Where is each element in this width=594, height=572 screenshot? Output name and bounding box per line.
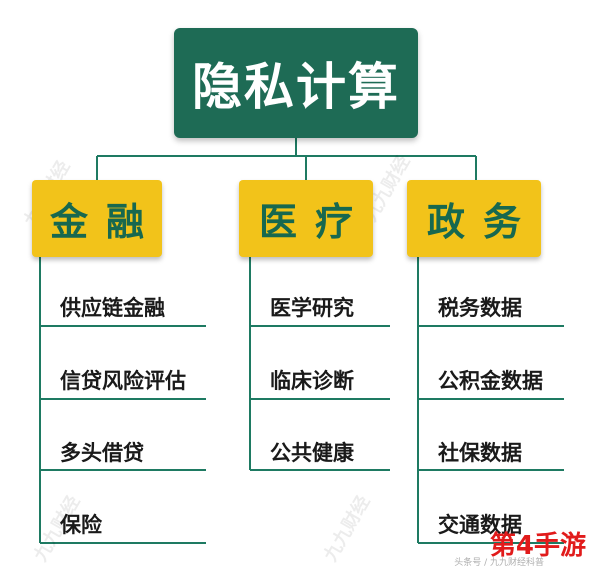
leaf-item: 公共健康	[270, 441, 354, 465]
leaf-item: 税务数据	[438, 296, 522, 320]
leaf-item: 公积金数据	[438, 369, 543, 393]
logo-subtext: 头条号 / 九九财经科普	[454, 558, 544, 568]
category-label: 金融	[49, 200, 162, 244]
category-node-medical: 医疗	[239, 180, 373, 257]
site-logo: 第4手游	[489, 531, 586, 561]
leaf-item: 医学研究	[270, 296, 354, 320]
leaf-item: 临床诊断	[270, 369, 354, 393]
leaf-item: 保险	[60, 513, 102, 537]
root-label: 隐私计算	[192, 58, 400, 116]
category-node-government: 政务	[407, 180, 541, 257]
category-label: 医疗	[258, 200, 371, 244]
leaf-item: 交通数据	[438, 513, 522, 537]
category-label: 政务	[426, 200, 539, 244]
leaf-item: 社保数据	[438, 441, 522, 465]
category-node-finance: 金融	[32, 180, 162, 257]
leaf-item: 信贷风险评估	[60, 369, 186, 393]
leaf-item: 供应链金融	[60, 296, 165, 320]
leaf-item: 多头借贷	[60, 441, 144, 465]
root-node: 隐私计算	[174, 28, 418, 138]
